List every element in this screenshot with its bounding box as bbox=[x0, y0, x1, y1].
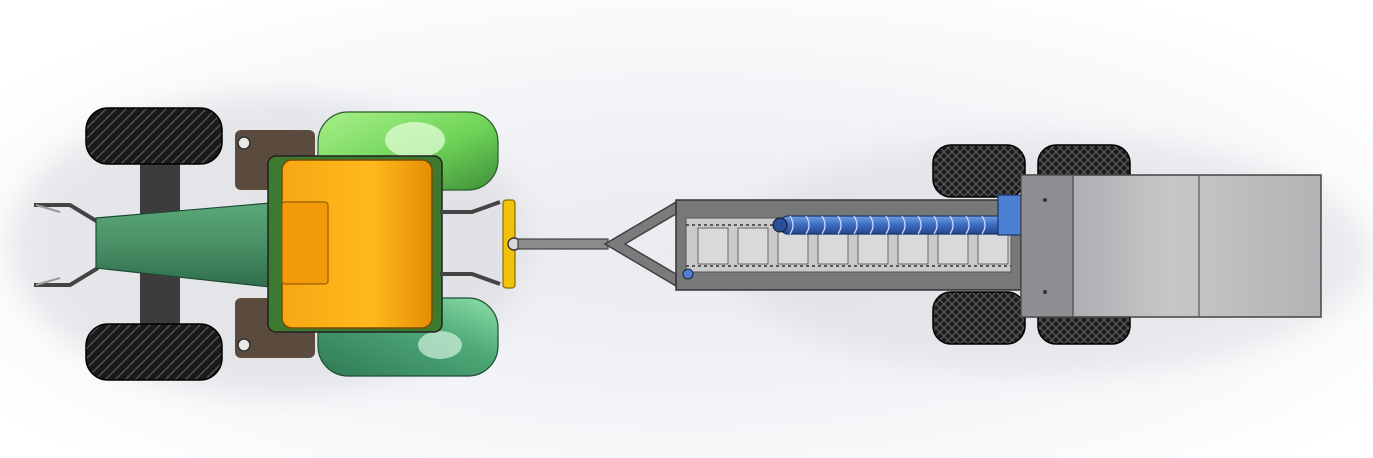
a-frame bbox=[603, 200, 677, 288]
bolt-icon bbox=[237, 338, 251, 352]
rear-link-upper bbox=[440, 200, 501, 214]
fender-highlight bbox=[418, 331, 462, 359]
sprocket-icon bbox=[682, 268, 694, 280]
tractor-icon bbox=[34, 107, 521, 381]
bin-front-wall bbox=[1020, 174, 1074, 318]
rear-link-lower bbox=[440, 272, 501, 286]
pto-shaft bbox=[517, 238, 609, 250]
front-link-lower bbox=[34, 266, 100, 287]
trailer-tire-fr bbox=[932, 291, 1026, 345]
rivet-icon bbox=[1043, 290, 1047, 294]
trailer-tongue bbox=[517, 200, 677, 288]
bolt-icon bbox=[237, 136, 251, 150]
front-left-tire bbox=[85, 107, 223, 165]
front-right-tire bbox=[85, 323, 223, 381]
auger-housing bbox=[997, 194, 1023, 236]
trailer-tire-fl bbox=[932, 144, 1026, 198]
trailer-icon bbox=[675, 144, 1322, 345]
front-link-detail bbox=[35, 204, 61, 286]
fender-highlight bbox=[385, 122, 445, 158]
front-link-upper bbox=[34, 203, 100, 224]
rivet-icon bbox=[1043, 198, 1047, 202]
roof-hatch bbox=[281, 201, 329, 285]
auger-icon bbox=[772, 194, 1023, 236]
